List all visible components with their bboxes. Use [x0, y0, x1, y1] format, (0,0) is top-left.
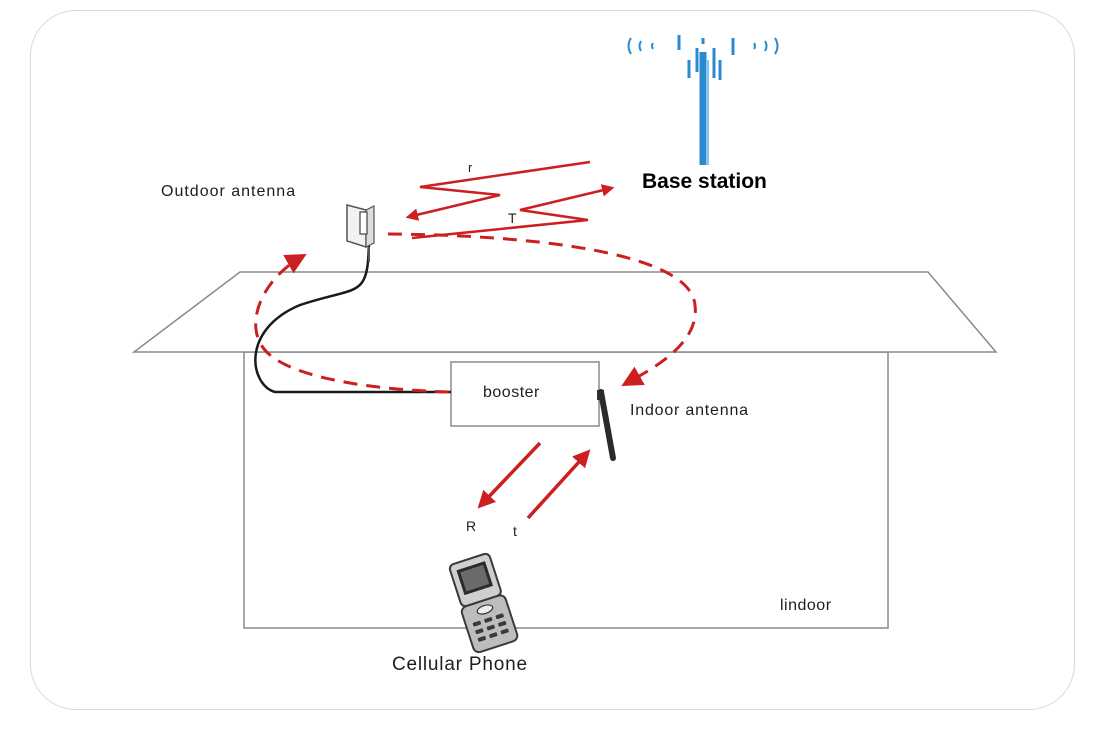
indoor-antenna-label: Indoor antenna	[630, 402, 749, 419]
booster-label: booster	[483, 384, 540, 401]
outdoor-receive-label: r	[468, 160, 473, 175]
flip-phone-icon	[448, 552, 519, 654]
indoor-label: lindoor	[780, 597, 832, 614]
transmit-signal-zigzag	[411, 184, 615, 240]
receive-signal-zigzag	[405, 160, 591, 221]
outdoor-antenna-label: Outdoor antenna	[161, 183, 297, 200]
house-roof	[131, 271, 998, 353]
base-station-label: Base station	[642, 170, 767, 193]
indoor-transmit-arrow	[526, 449, 591, 520]
booster-box	[450, 361, 600, 427]
downlink-dashed-path	[387, 232, 697, 387]
whip-antenna-icon	[597, 389, 616, 461]
panel-antenna-icon	[346, 204, 375, 262]
cellular-phone-label: Cellular Phone	[392, 654, 528, 675]
indoor-receive-arrow	[477, 441, 542, 509]
indoor-receive-label: R	[466, 518, 477, 534]
indoor-transmit-label: t	[513, 523, 517, 539]
outdoor-transmit-label: T	[508, 210, 517, 226]
uplink-dashed-path	[254, 253, 450, 394]
antenna-cable	[254, 239, 451, 394]
cell-tower-icon	[627, 35, 779, 165]
